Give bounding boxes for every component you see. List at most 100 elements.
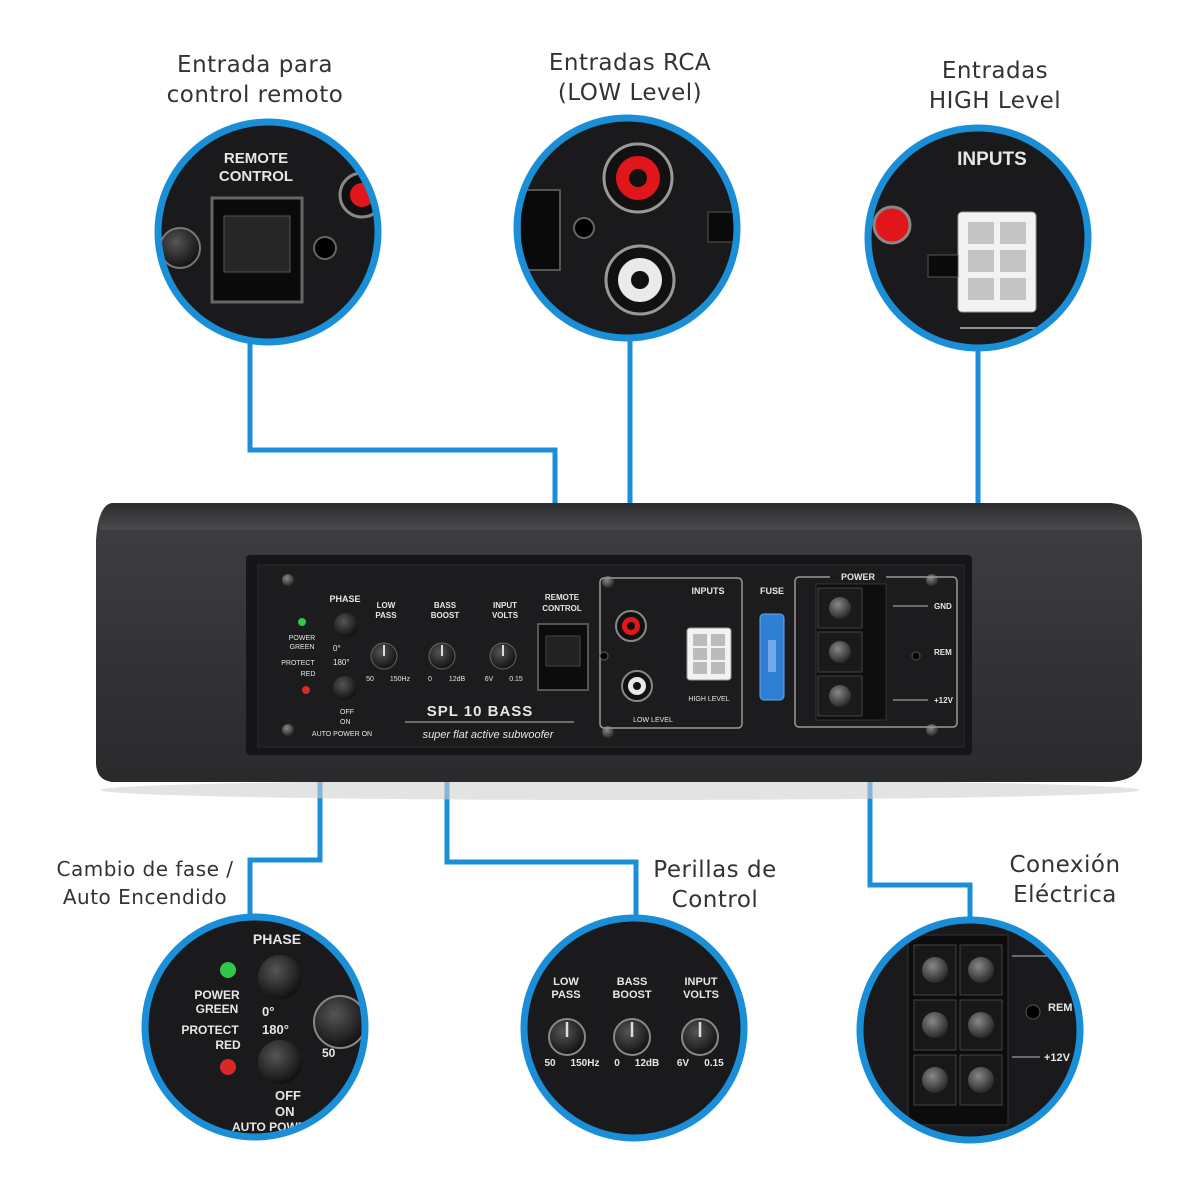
zoom-iv-max: 0.15	[704, 1058, 724, 1069]
screw-tr	[926, 574, 938, 586]
callout-high-label: Entradas HIGH Level	[880, 56, 1110, 116]
zoom-remote-label-2: CONTROL	[219, 168, 293, 185]
zoom-phase-lp-min: 50	[322, 1046, 336, 1060]
remote-control-label-1: REMOTE	[545, 593, 580, 602]
terminal-screw-gnd[interactable]	[829, 597, 851, 619]
zoom-bb-max: 12dB	[635, 1058, 659, 1069]
fuse-label: FUSE	[760, 586, 784, 596]
low-pass-label-2: PASS	[375, 611, 397, 620]
zoom-inputs-label: INPUTS	[957, 149, 1027, 170]
phase-0-label: 0°	[333, 644, 341, 653]
connector-power	[867, 735, 973, 920]
amplifier-body	[95, 503, 1142, 800]
zoom-power-label: POWER	[194, 988, 240, 1002]
low-pass-label-1: LOW	[377, 601, 396, 610]
screw-bl	[282, 724, 294, 736]
input-volts-label-2: VOLTS	[492, 611, 519, 620]
terminal-screw-12v[interactable]	[829, 685, 851, 707]
zoom-lp-min: 50	[544, 1058, 556, 1069]
zoom-red-label: RED	[215, 1038, 241, 1052]
bass-boost-min: 0	[428, 676, 432, 683]
callout-phase-label: Cambio de fase / Auto Encendido	[30, 855, 260, 911]
zoom-12v-label: +12V	[1044, 1052, 1071, 1064]
zoom-low-pass-1: LOW	[553, 976, 579, 988]
zoom-knobs: LOW PASS BASS BOOST INPUT VOLTS 50 150Hz…	[520, 914, 748, 1142]
callout-high-line2: HIGH Level	[928, 88, 1062, 114]
callout-power-label: Conexión Eléctrica	[960, 850, 1170, 910]
bass-boost-label-1: BASS	[434, 601, 457, 610]
power-label: POWER	[289, 635, 315, 642]
control-panel: PHASE POWER GREEN 0° PROTECT RED 180° OF…	[281, 572, 958, 741]
low-pass-min: 50	[366, 676, 374, 683]
terminal-screw-rem[interactable]	[829, 641, 851, 663]
gnd-label: GND	[934, 602, 952, 611]
remote-control-label-2: CONTROL	[542, 604, 582, 613]
bass-boost-max: 12dB	[449, 676, 466, 683]
zoom-phase-0: 0°	[262, 1004, 274, 1019]
power-terminal-label: POWER	[841, 572, 876, 582]
callout-remote-label: Entrada para control remoto	[140, 50, 370, 110]
zoom-bass-boost-2: BOOST	[612, 989, 651, 1001]
on-label: ON	[340, 719, 351, 726]
zoom-lp-max: 150Hz	[571, 1058, 600, 1069]
auto-power-button[interactable]	[333, 676, 357, 700]
protect-red-led	[302, 686, 310, 694]
zoom-off-label: OFF	[275, 1088, 301, 1103]
callout-phase-line1: Cambio de fase /	[56, 857, 234, 881]
red-label: RED	[301, 671, 316, 678]
phase-label: PHASE	[329, 594, 360, 604]
callout-knobs-line2: Control	[671, 887, 759, 913]
zoom-bb-min: 0	[614, 1058, 620, 1069]
zoom-phase: PHASE POWER GREEN 0° PROTECT 180° RED OF…	[141, 913, 369, 1141]
low-level-label: LOW LEVEL	[633, 717, 673, 724]
callout-rca-label: Entradas RCA (LOW Level)	[520, 48, 740, 108]
zoom-input-volts-2: VOLTS	[683, 989, 719, 1001]
callout-knobs-label: Perillas de Control	[610, 855, 820, 915]
callout-rca-line1: Entradas RCA	[548, 50, 712, 76]
zoom-protect-label: PROTECT	[181, 1023, 239, 1037]
auto-power-on-label: AUTO POWER ON	[312, 731, 372, 738]
model-name: SPL 10 BASS	[427, 703, 534, 720]
zoom-iv-min: 6V	[677, 1058, 690, 1069]
callout-remote-line2: control remoto	[166, 82, 344, 108]
plus12v-label: +12V	[934, 696, 954, 705]
model-tagline: super flat active subwoofer	[423, 729, 555, 741]
phase-button[interactable]	[334, 613, 358, 637]
green-label: GREEN	[290, 644, 315, 651]
callout-remote-line1: Entrada para	[177, 52, 333, 78]
high-level-label: HIGH LEVEL	[688, 696, 729, 703]
zoom-phase-180: 180°	[262, 1022, 289, 1037]
zoom-remote-label-1: REMOTE	[224, 150, 288, 167]
off-label: OFF	[340, 709, 354, 716]
input-volts-label-1: INPUT	[493, 601, 517, 610]
callout-rca-line2: (LOW Level)	[557, 80, 703, 106]
phase-180-label: 180°	[333, 658, 350, 667]
zoom-remote: REMOTE CONTROL	[154, 118, 382, 346]
zoom-green-label: GREEN	[196, 1002, 239, 1016]
callout-power-line1: Conexión	[1009, 852, 1121, 878]
protect-label: PROTECT	[281, 660, 315, 667]
zoom-phase-label: PHASE	[253, 931, 301, 947]
screw-tl	[282, 574, 294, 586]
screw-rca-b	[602, 726, 614, 738]
zoom-high: INPUTS	[864, 124, 1092, 352]
zoom-low-pass-2: PASS	[551, 989, 580, 1001]
callout-phase-line2: Auto Encendido	[62, 885, 228, 909]
callout-knobs-line1: Perillas de	[653, 857, 777, 883]
zoom-input-volts-1: INPUT	[685, 976, 718, 988]
low-pass-max: 150Hz	[390, 676, 411, 683]
zoom-on-label: ON	[275, 1104, 295, 1119]
power-green-led	[298, 618, 306, 626]
input-volts-max: 0.15	[509, 676, 523, 683]
inputs-label: INPUTS	[691, 586, 724, 596]
bass-boost-label-2: BOOST	[431, 611, 460, 620]
zoom-power: REM +12V	[856, 916, 1084, 1144]
rem-label: REM	[934, 648, 952, 657]
screw-br	[926, 724, 938, 736]
zoom-rem-label: REM	[1048, 1002, 1072, 1014]
callout-power-line2: Eléctrica	[1013, 882, 1117, 908]
input-volts-min: 6V	[485, 676, 494, 683]
callout-high-line1: Entradas	[941, 58, 1049, 84]
screw-rca-t	[602, 576, 614, 588]
